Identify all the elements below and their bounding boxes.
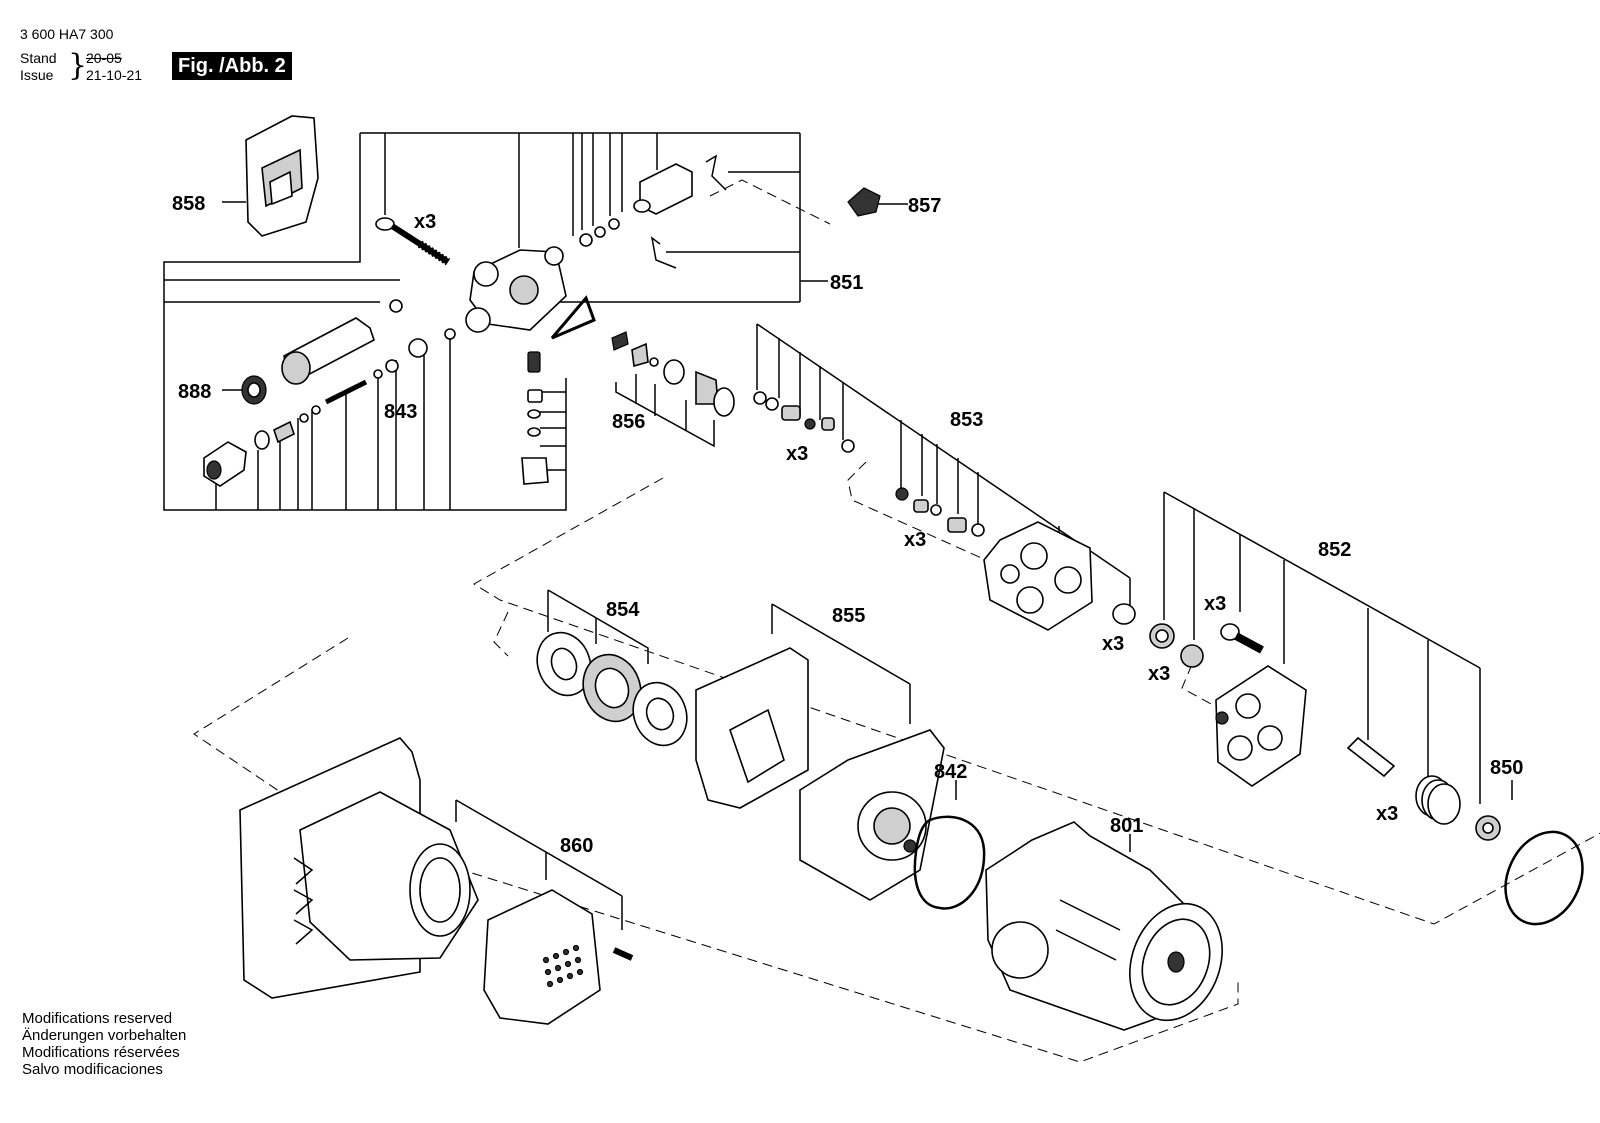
part-valve-housing (983, 521, 1136, 631)
part-housing-shell (239, 737, 479, 999)
notice-fr: Modifications réservées (22, 1044, 180, 1061)
document-number: 3 600 HA7 300 (20, 26, 114, 42)
callout-856: 856 (612, 411, 645, 433)
part-triangle-seal (550, 295, 596, 340)
part-857-cap (847, 187, 881, 217)
qty-853-b: x3 (904, 529, 926, 551)
issue-value: 21-10-21 (86, 67, 143, 83)
part-858-housing-cover (245, 115, 319, 237)
group-860-bracket (455, 799, 623, 930)
callout-852: 852 (1318, 539, 1351, 561)
stand-label: Stand (20, 50, 57, 66)
part-856-valve-parts (611, 331, 735, 417)
qty-853-c: x3 (1102, 633, 1124, 655)
callout-842: 842 (934, 761, 967, 783)
notice-es: Salvo modificaciones (22, 1061, 163, 1078)
callout-851: 851 (830, 272, 863, 294)
figure-label: Fig. /Abb. 2 (172, 52, 292, 80)
group-854-bracket (547, 589, 649, 664)
part-860-vent-cover (483, 889, 601, 1025)
assembly-outline-854 (493, 611, 509, 657)
revision-brace: } (68, 48, 88, 83)
callout-858: 858 (172, 193, 205, 215)
group-852-bracket (1163, 491, 1481, 804)
qty-852-screw: x3 (1204, 593, 1226, 615)
notice-en: Modifications reserved (22, 1010, 173, 1027)
part-860-screw (612, 947, 634, 961)
part-small-seals-851 (373, 218, 620, 379)
callout-860: 860 (560, 835, 593, 857)
document-header: 3 600 HA7 300 (20, 26, 113, 43)
assembly-outline-851-clip (709, 179, 831, 225)
assembly-outline-853-valves (847, 461, 987, 561)
part-850-oring (1504, 830, 1584, 926)
group-851-bracket (163, 132, 801, 511)
part-851-clip (650, 236, 677, 269)
group-856-bracket (615, 374, 715, 448)
part-valve-stack (521, 351, 549, 485)
qty-853-a: x3 (786, 443, 808, 465)
part-gun-barrel (281, 317, 375, 385)
part-842-gasket (913, 815, 986, 910)
callout-843: 843 (384, 401, 417, 423)
part-nozzle-set (203, 405, 321, 487)
part-855-gear-housing (799, 729, 945, 901)
part-888-nut (241, 375, 267, 405)
callout-853: 853 (950, 409, 983, 431)
stand-old-value: 20-05 (86, 50, 122, 66)
part-801-motor (985, 821, 1223, 1031)
part-855-fan-shroud (695, 647, 809, 809)
part-852-piston-and-spring (1346, 736, 1501, 841)
callout-857: 857 (908, 195, 941, 217)
callout-888: 888 (178, 381, 211, 403)
assembly-outline-pump (473, 477, 1600, 925)
qty-852-ring1: x3 (1148, 663, 1170, 685)
callout-850: 850 (1490, 757, 1523, 779)
issue-label: Issue (20, 67, 54, 83)
part-rod (324, 379, 368, 405)
assembly-outline-motor (193, 637, 1239, 1063)
qty-852-spring: x3 (1376, 803, 1398, 825)
part-bolt (375, 217, 451, 266)
vent-grille (542, 944, 584, 988)
part-852-cylinder-head (1215, 665, 1307, 787)
callout-855: 855 (832, 605, 865, 627)
notice-de: Änderungen vorbehalten (22, 1027, 187, 1044)
part-851-fitting (633, 154, 727, 215)
part-854-thrust-washers (536, 631, 688, 747)
part-853-valve-springs (753, 391, 985, 537)
callout-854: 854 (606, 599, 640, 621)
part-852-seals-and-screw (1149, 623, 1264, 668)
callout-801: 801 (1110, 815, 1143, 837)
group-855-bracket (771, 603, 911, 724)
footer-notice: Modifications reserved Änderungen vorbeh… (22, 1010, 186, 1078)
qty-bolt: x3 (414, 211, 436, 233)
part-pump-head (465, 246, 567, 333)
